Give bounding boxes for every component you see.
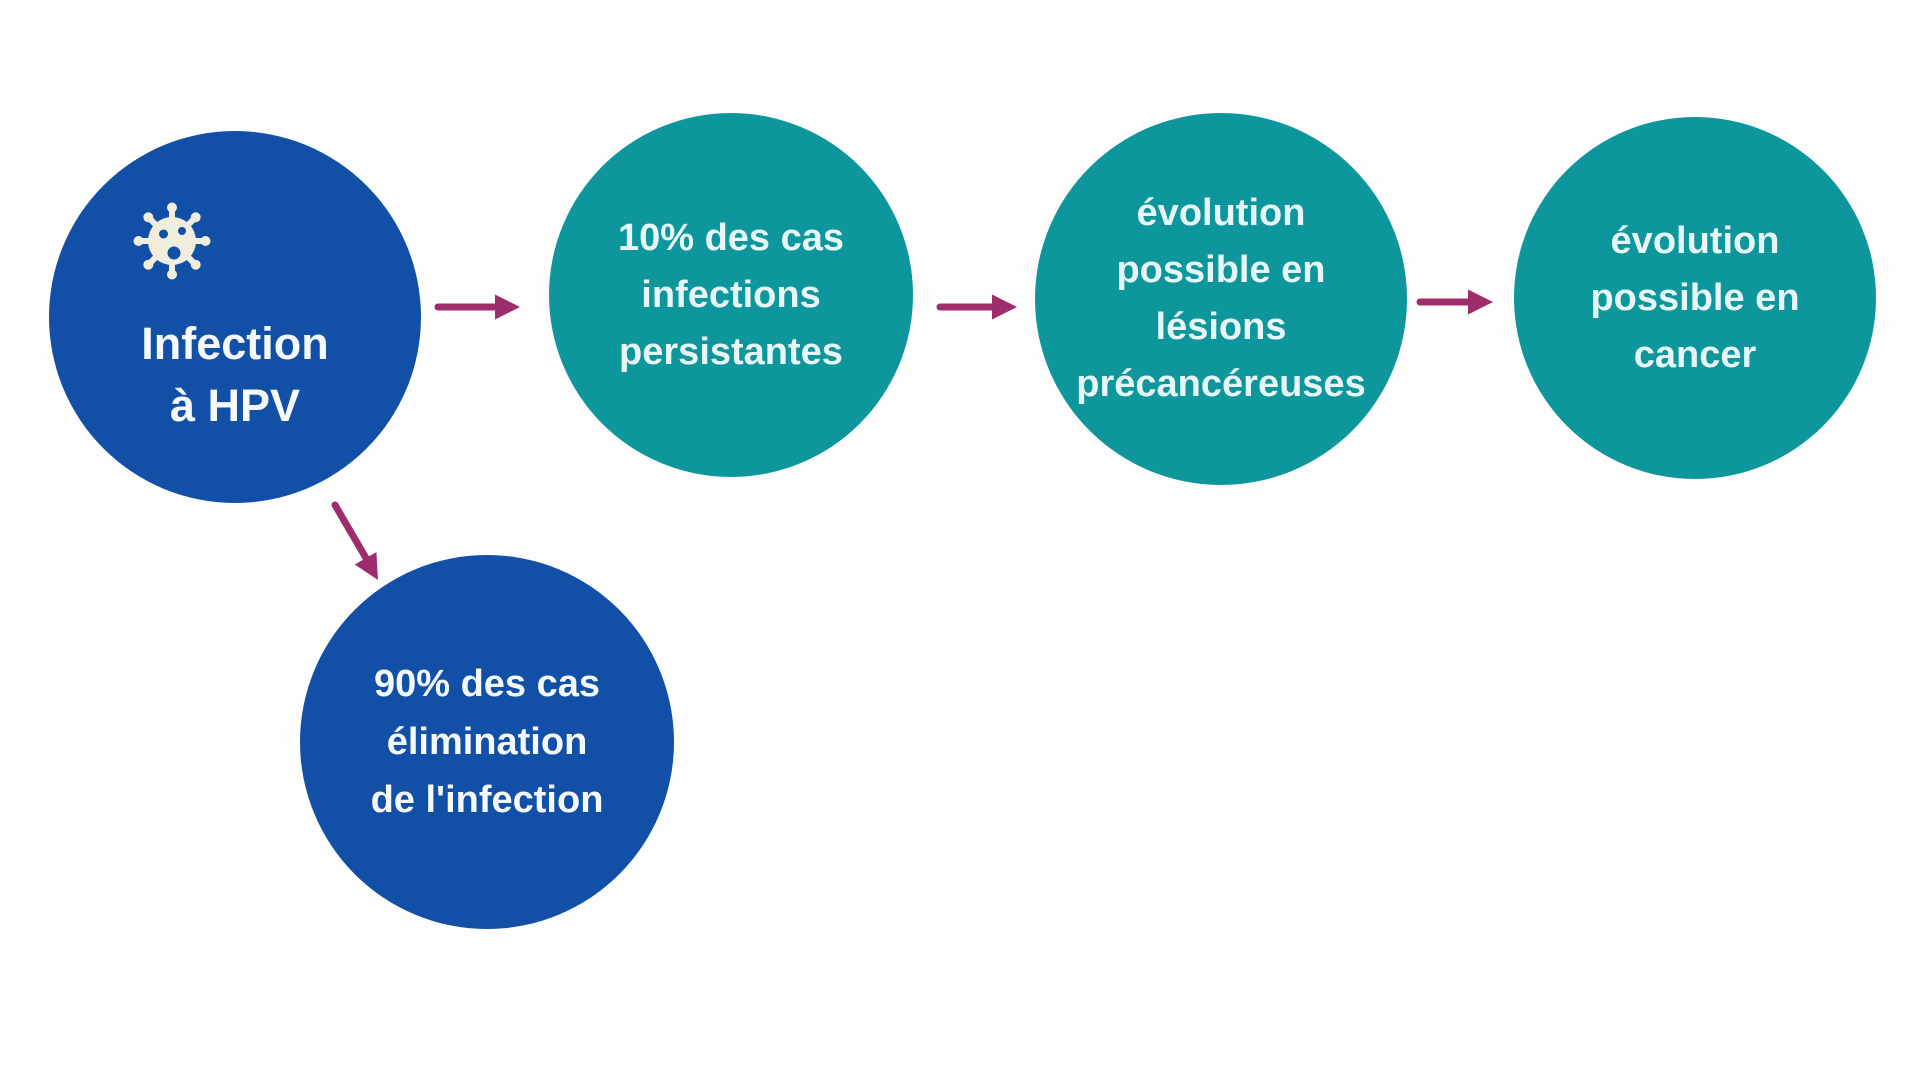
virus-icon xyxy=(133,202,211,280)
node-label-line: lésions xyxy=(1155,306,1287,348)
node-lesions-precancereuses: évolution possible en lésions précancére… xyxy=(1035,113,1407,485)
node-elimination-infection: 90% des cas élimination de l'infection xyxy=(300,555,674,929)
node-label: 10% des cas infections persistantes xyxy=(618,210,844,381)
node-label-line: évolution xyxy=(1610,219,1780,262)
node-label-line: infections xyxy=(641,273,821,316)
node-label-line: possible en xyxy=(1116,249,1326,291)
node-label: Infection à HPV xyxy=(141,313,329,437)
node-infection-hpv: Infection à HPV xyxy=(49,131,421,503)
node-label-line: persistantes xyxy=(619,330,843,373)
arrow-lesions-to-cancer xyxy=(1416,289,1493,315)
node-label-line: élimination xyxy=(386,721,588,763)
node-label-line: évolution xyxy=(1136,192,1306,234)
node-label-line: Infection xyxy=(141,318,329,369)
arrow-infection-to-persistantes xyxy=(434,294,520,320)
node-label-line: de l'infection xyxy=(370,779,604,821)
node-label-line: cancer xyxy=(1633,333,1757,376)
node-label: évolution possible en cancer xyxy=(1590,213,1799,384)
node-infections-persistantes: 10% des cas infections persistantes xyxy=(549,113,913,477)
node-label-line: précancéreuses xyxy=(1076,363,1366,405)
node-label-line: possible en xyxy=(1590,276,1800,319)
node-label: 90% des cas élimination de l'infection xyxy=(371,655,604,829)
arrow-infection-to-elimination xyxy=(331,501,378,580)
node-label: évolution possible en lésions précancére… xyxy=(1076,185,1365,413)
node-label-line: 10% des cas xyxy=(617,216,845,259)
node-evolution-cancer: évolution possible en cancer xyxy=(1514,117,1876,479)
arrow-persistantes-to-lesions xyxy=(936,294,1017,320)
node-label-line: à HPV xyxy=(169,380,301,431)
node-label-line: 90% des cas xyxy=(373,663,601,705)
